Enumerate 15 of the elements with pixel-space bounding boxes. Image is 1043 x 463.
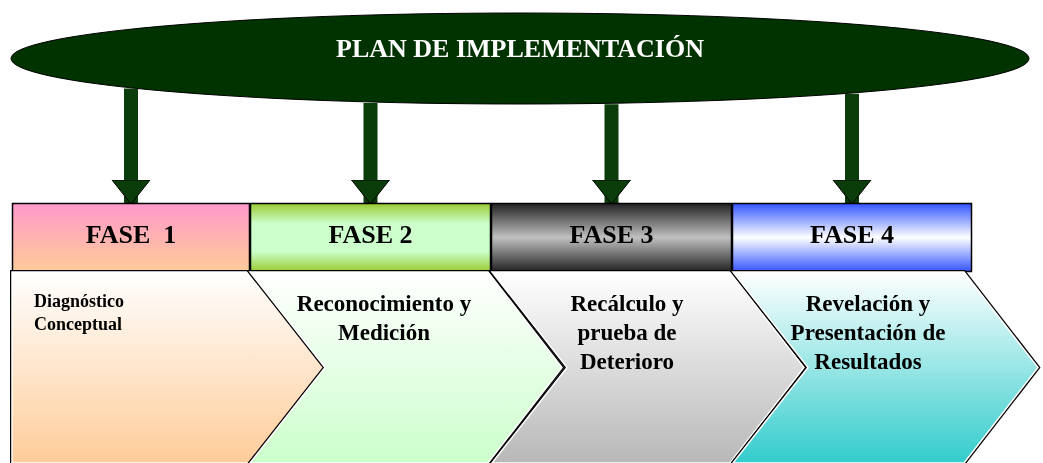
phase-header-box bbox=[732, 203, 972, 272]
phase-label: FASE 3 bbox=[568, 220, 655, 250]
phase-label: FASE 1 bbox=[84, 220, 178, 250]
phase-description: Diagnóstico Conceptual bbox=[34, 290, 125, 335]
phase-header-box bbox=[250, 203, 491, 272]
arrow bbox=[111, 88, 151, 205]
phase-header-box bbox=[12, 203, 250, 272]
arrow bbox=[351, 102, 390, 205]
arrow bbox=[592, 104, 631, 205]
phase-header-box bbox=[491, 203, 732, 272]
arrow bbox=[832, 93, 872, 205]
heading: PLAN DE IMPLEMENTACIÓN bbox=[335, 34, 705, 64]
phase-label: FASE 4 bbox=[809, 220, 895, 250]
title-ellipse bbox=[10, 12, 1030, 105]
phase-label: FASE 2 bbox=[327, 220, 414, 250]
